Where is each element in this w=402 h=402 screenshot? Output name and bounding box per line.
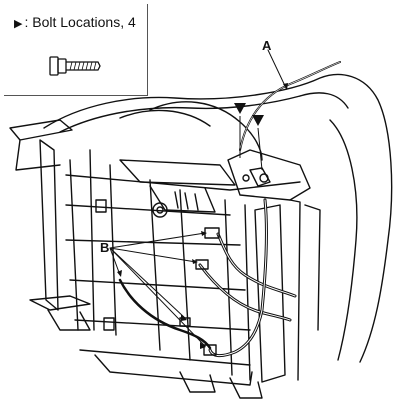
seat-back-outline <box>43 73 393 363</box>
triangle-marker-icon <box>252 115 264 126</box>
callout-label-a: A <box>262 38 272 53</box>
left-rail <box>9 119 73 141</box>
legend-box: ▶: Bolt Locations, 4 <box>4 4 148 96</box>
triangle-marker-icon: ▶ <box>14 18 23 30</box>
callout-b-leaders <box>109 232 206 347</box>
legend-text: : Bolt Locations, 4 <box>24 14 136 30</box>
callout-a-leader <box>267 49 287 89</box>
callout-label-b: B <box>100 240 110 255</box>
bolt-icon <box>49 56 101 76</box>
legend-label: ▶: Bolt Locations, 4 <box>14 14 136 30</box>
triangle-marker-icon <box>234 103 246 114</box>
